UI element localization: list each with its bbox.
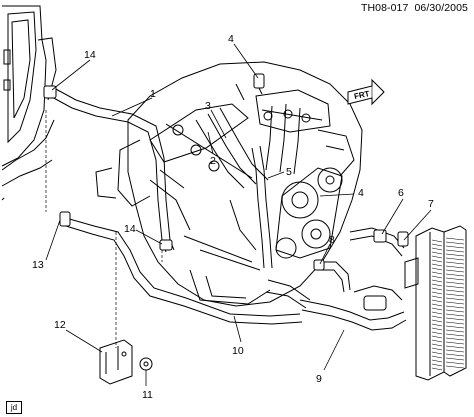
leader-12 (65, 329, 103, 353)
leader-2 (207, 131, 214, 155)
leader-7 (403, 209, 432, 241)
leader-14-top (51, 59, 91, 91)
leader-9 (323, 329, 345, 371)
leader-13 (45, 219, 61, 261)
coolant-hoses (49, 87, 407, 331)
callout-13: 13 (32, 259, 44, 271)
leader-5 (267, 171, 285, 179)
figure-id: TH08-017 (360, 2, 409, 14)
callout-8: 8 (329, 234, 335, 246)
front-direction-indicator: FRT (347, 78, 385, 106)
vehicle-body-panel (1, 5, 57, 201)
leader-1 (111, 97, 153, 117)
leader-3 (210, 109, 227, 139)
leader-8 (319, 243, 331, 265)
callout-labels: 1 2 3 4 5 4 6 7 8 9 10 11 12 13 14 14 (32, 33, 434, 401)
callout-12: 12 (54, 319, 66, 331)
callout-2: 2 (210, 155, 216, 167)
callout-14-lower: 14 (124, 223, 136, 235)
front-label: FRT (353, 89, 370, 101)
reference-lines (45, 110, 163, 348)
callout-9: 9 (316, 373, 322, 385)
callout-group (45, 43, 432, 386)
figure-header: TH08-017 06/30/2005 (361, 2, 468, 14)
leader-6 (381, 198, 404, 235)
callout-5: 5 (286, 166, 292, 178)
callout-3: 3 (205, 100, 211, 112)
callout-7: 7 (428, 198, 434, 210)
callout-4-right: 4 (358, 187, 364, 199)
mounting-bracket (99, 339, 133, 385)
callout-14-top: 14 (84, 49, 96, 61)
radiator-fin-lines (431, 237, 465, 371)
leader-4-right (319, 193, 355, 197)
leader-10 (233, 315, 242, 343)
callout-1: 1 (150, 88, 156, 100)
front-arrow-icon (347, 78, 385, 106)
callout-4-top: 4 (228, 33, 234, 45)
corner-tag: jd (6, 401, 22, 414)
figure-date: 06/30/2005 (414, 2, 468, 14)
radiator (404, 225, 467, 381)
hose-clamps (43, 73, 409, 371)
engine-assembly (95, 61, 363, 307)
callout-11: 11 (142, 389, 153, 401)
leader-14-lower (135, 229, 163, 245)
callout-6: 6 (398, 187, 404, 199)
leader-4-top (233, 43, 259, 79)
callout-10: 10 (232, 345, 244, 357)
